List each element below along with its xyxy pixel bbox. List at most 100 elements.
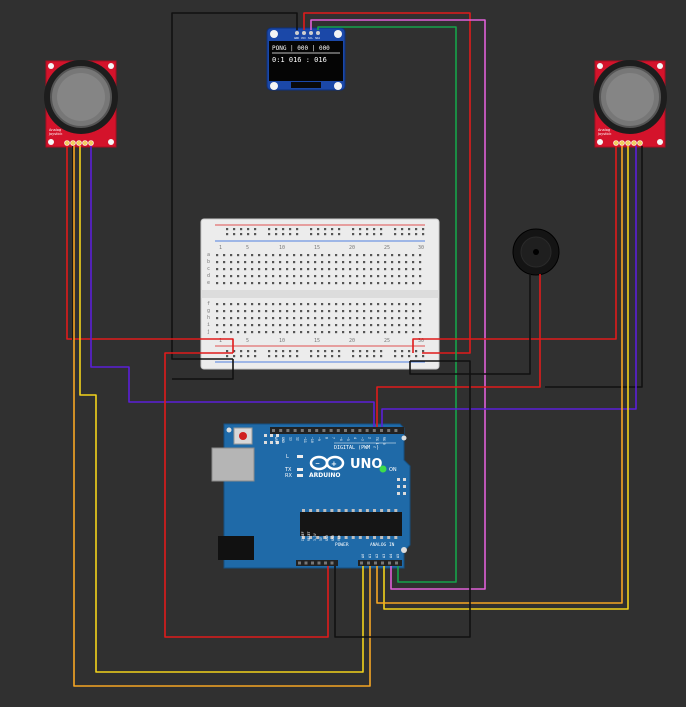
joystick-left-pin[interactable] — [70, 140, 76, 146]
led-tx-icon — [297, 468, 303, 471]
svg-text:+: + — [331, 460, 337, 468]
power-pin-label: Vin — [337, 535, 341, 541]
digital-label: DIGITAL (PWM ~) — [334, 445, 379, 451]
breadboard[interactable]: 1 5 10 15 20 25 30 1 5 10 15 20 25 30 a … — [200, 218, 440, 370]
reset-button-icon — [239, 432, 247, 440]
mount-hole-icon — [657, 139, 663, 145]
joystick-right[interactable]: Analog Joystick — [593, 60, 667, 148]
joystick-right-pin[interactable] — [613, 140, 619, 146]
wires[interactable] — [66, 12, 643, 687]
rx-label: RX — [285, 473, 292, 479]
analog-pin-label: A4 — [389, 554, 393, 558]
joystick-right-pin[interactable] — [619, 140, 625, 146]
led-l-label: L — [286, 454, 289, 460]
power-jack[interactable] — [218, 536, 254, 560]
bb-row-h: h — [207, 315, 210, 321]
bb-row-c: c — [207, 266, 210, 272]
analog-header[interactable] — [358, 560, 402, 566]
bb-col-25: 25 — [384, 245, 390, 251]
bb-row-j: j — [207, 329, 210, 335]
digital-pin-label: 4 — [353, 437, 357, 439]
atmega-chip — [300, 512, 402, 536]
bb-col-15: 15 — [314, 245, 320, 251]
wire-joystick-right-vcc — [412, 146, 617, 353]
mount-hole-icon — [48, 63, 54, 69]
power-pin-label: GND — [325, 535, 329, 541]
joystick-left-pin[interactable] — [76, 140, 82, 146]
oled-pin-vcc[interactable] — [302, 31, 306, 35]
led-rx-icon — [297, 474, 303, 477]
oled-mount-hole-icon — [334, 82, 342, 90]
bb-row-e: e — [207, 280, 210, 286]
led-l-icon — [297, 455, 303, 458]
oled-mount-hole-icon — [334, 30, 342, 38]
power-pin-label: 5V — [319, 537, 323, 541]
bb-row-a: a — [207, 252, 210, 258]
oled-pin-gnd[interactable] — [295, 31, 299, 35]
digital-pin-label: RX 0 — [382, 437, 386, 445]
bb-row-f: f — [207, 301, 210, 307]
mount-hole-icon — [108, 139, 114, 145]
wire-joystick-left-vry — [79, 146, 364, 673]
power-label: POWER — [335, 542, 349, 548]
on-label: ON — [389, 467, 397, 473]
oled-pin-sda[interactable] — [316, 31, 320, 35]
oled-mount-hole-icon — [270, 30, 278, 38]
digital-pin-label: ~3 — [360, 437, 364, 441]
digital-pin-label: ~9 — [317, 437, 321, 441]
oled-line-2: 0:1 016 : 016 — [272, 56, 327, 64]
digital-pin-label: AREF — [274, 437, 278, 445]
digital-pin-label: ~5 — [346, 437, 350, 441]
joystick-left[interactable]: Analog Joystick — [44, 60, 118, 148]
digital-pin-label: 8 — [324, 437, 328, 439]
power-header[interactable] — [296, 560, 338, 566]
bb-col-10-bottom: 10 — [279, 338, 285, 344]
bb-col-10: 10 — [279, 245, 285, 251]
analog-pin-label: A2 — [375, 554, 379, 558]
wire-oled-gnd — [171, 12, 298, 360]
joystick-left-pin[interactable] — [88, 140, 94, 146]
wire-joystick-right-vrx — [383, 146, 629, 610]
digital-pin-label: GND — [281, 437, 285, 443]
wire-oled-scl — [310, 19, 486, 590]
wire-joystick-right-sw — [381, 146, 637, 427]
power-pin-label: RESET — [307, 531, 311, 541]
mount-hole-icon — [657, 63, 663, 69]
digital-pin-label: ~10 — [310, 437, 314, 443]
wire-joystick-right-gnd — [545, 146, 643, 388]
breadboard-holes[interactable] — [216, 228, 425, 358]
analog-pin-label: A1 — [368, 554, 372, 558]
board-model: UNO — [350, 457, 383, 472]
analog-pin-label: A5 — [396, 554, 400, 558]
wire-bb-gnd-upper — [172, 359, 234, 380]
power-led-icon — [379, 465, 387, 473]
bb-col-30-bottom: 30 — [418, 338, 424, 344]
arduino-infinity-logo-icon — [309, 455, 345, 471]
joystick-left-pin[interactable] — [82, 140, 88, 146]
usb-port[interactable] — [211, 447, 255, 482]
digital-pin-label: 2 — [368, 437, 372, 439]
oled-pin-scl[interactable] — [309, 31, 313, 35]
svg-text:−: − — [315, 461, 320, 468]
joystick-right-pin[interactable] — [625, 140, 631, 146]
bb-col-5-bottom: 5 — [246, 338, 249, 344]
joystick-left-pin[interactable] — [64, 140, 70, 146]
bb-row-d: d — [207, 273, 210, 279]
joystick-right-caption-1: Analog — [598, 128, 610, 132]
wire-oled-sda — [317, 26, 457, 583]
buzzer[interactable] — [512, 228, 560, 276]
bb-col-5: 5 — [246, 245, 249, 251]
oled-display[interactable]: GND VCC SCL SDA PONG | 000 | 000 0:1 016… — [266, 27, 346, 91]
oled-pin-label-gnd: GND — [294, 36, 299, 40]
wire-joystick-left-vrx — [73, 146, 371, 687]
mount-hole-icon — [48, 139, 54, 145]
joystick-right-pin[interactable] — [637, 140, 643, 146]
mount-hole-icon — [597, 63, 603, 69]
bb-row-b: b — [207, 259, 210, 265]
bb-col-30: 30 — [418, 245, 424, 251]
wire-joystick-left-vcc — [66, 146, 234, 353]
joystick-right-pin[interactable] — [631, 140, 637, 146]
oled-mount-hole-icon — [270, 82, 278, 90]
digital-pin-label: 13 — [288, 437, 292, 441]
